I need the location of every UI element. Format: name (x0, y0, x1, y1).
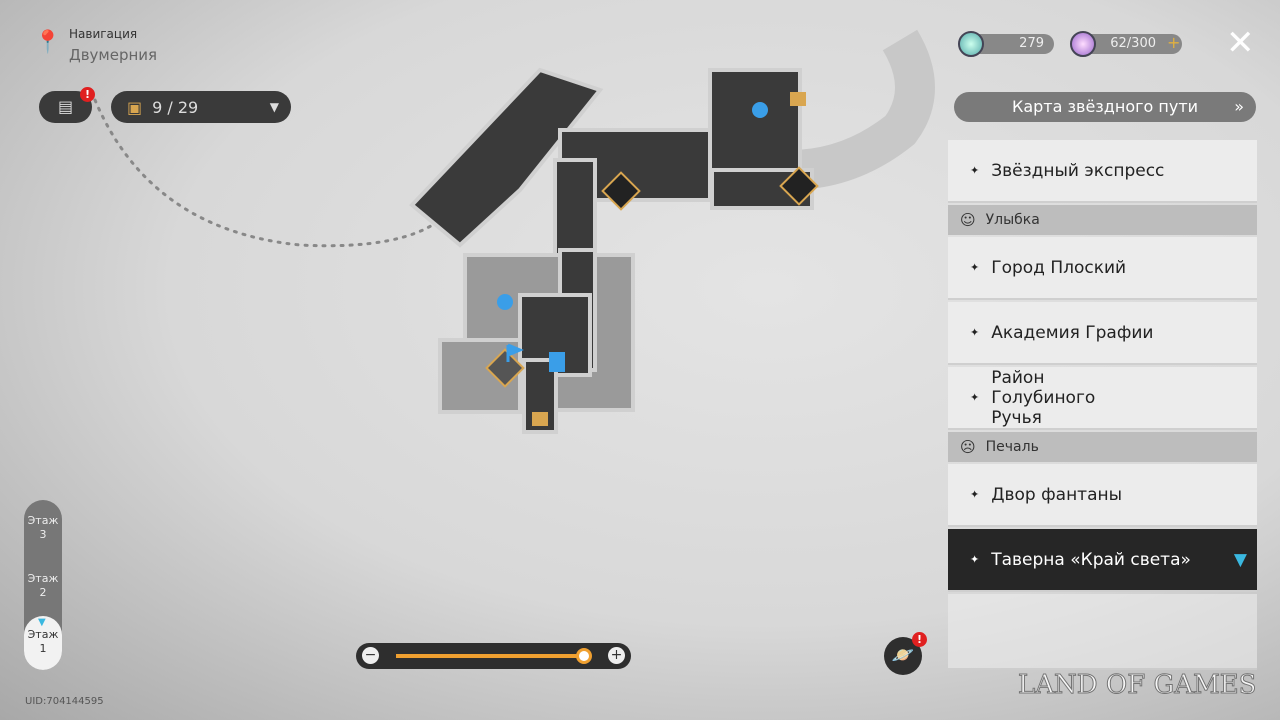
list-item-selected[interactable]: ✦Таверна «Край света»▼ (948, 529, 1257, 592)
planet-icon: 🪐 (891, 645, 915, 666)
zoom-handle[interactable] (576, 648, 592, 664)
list-item[interactable]: ✦Академия Графии (948, 302, 1257, 365)
treasure-dropdown[interactable]: ▣ 9 / 29 ▼ (111, 91, 291, 123)
planet-button[interactable]: 🪐 (884, 637, 922, 675)
location-name: Двумерния (69, 46, 158, 64)
space-anchor-icon (497, 294, 513, 310)
alert-badge: ! (912, 632, 927, 647)
currency-jade: 279 (968, 34, 1054, 54)
currency-power[interactable]: 62/300 (1080, 34, 1182, 54)
zoom-in-button[interactable]: + (608, 647, 625, 664)
current-floor-icon: ▼ (38, 617, 46, 628)
mission-marker-icon (601, 171, 641, 211)
chest-count: 9 / 29 (152, 97, 199, 117)
zoom-slider[interactable]: − + (356, 643, 631, 669)
section-header: ☹Печаль (948, 432, 1257, 462)
sad-icon: ☹ (960, 438, 976, 456)
map-rooms (409, 67, 814, 434)
mission-marker-icon (779, 166, 819, 206)
door-icon (549, 352, 565, 372)
npc-marker-icon (485, 348, 525, 388)
section-header: ☺Улыбка (948, 205, 1257, 235)
uid-label: UID:704144595 (25, 696, 104, 707)
location-pin-icon: 📍 (34, 30, 62, 55)
chevron-down-icon: ▼ (269, 100, 279, 114)
chest-icon: ▣ (127, 97, 143, 117)
exit-icon (532, 412, 548, 426)
page-title: Навигация (69, 27, 138, 41)
star-rail-map-button[interactable]: Карта звёздного пути» (954, 92, 1256, 122)
zoom-track-fill (396, 654, 584, 658)
list-item[interactable]: ✦Район Голубиного Ручья (948, 367, 1257, 430)
add-power-icon[interactable]: + (1167, 33, 1181, 52)
puzzle-icon (790, 92, 806, 106)
close-icon[interactable]: ✕ (1226, 23, 1255, 63)
map-dotted-route (93, 98, 442, 248)
flag-icon (506, 343, 524, 362)
list-empty-slot (948, 594, 1257, 670)
list-item[interactable]: ✦Звёздный экспресс (948, 140, 1257, 203)
current-location-icon: ▼ (1233, 549, 1247, 570)
stellar-jade-icon (958, 31, 984, 57)
alert-badge: ! (80, 87, 95, 102)
smile-icon: ☺ (960, 211, 976, 229)
map-arc-walkway (789, 29, 935, 190)
watermark: LAND OF GAMES (1017, 670, 1257, 701)
space-anchor-icon (752, 102, 768, 118)
zoom-out-button[interactable]: − (362, 647, 379, 664)
location-list: ✦Звёздный экспресс ☺Улыбка ✦Город Плоски… (948, 140, 1257, 672)
trailblaze-power-icon (1070, 31, 1096, 57)
map-markers (485, 92, 819, 426)
list-item[interactable]: ✦Двор фантаны (948, 464, 1257, 527)
double-chevron-icon: » (1234, 97, 1244, 116)
clipboard-icon: ▤ (57, 97, 74, 116)
list-item[interactable]: ✦Город Плоский (948, 237, 1257, 300)
